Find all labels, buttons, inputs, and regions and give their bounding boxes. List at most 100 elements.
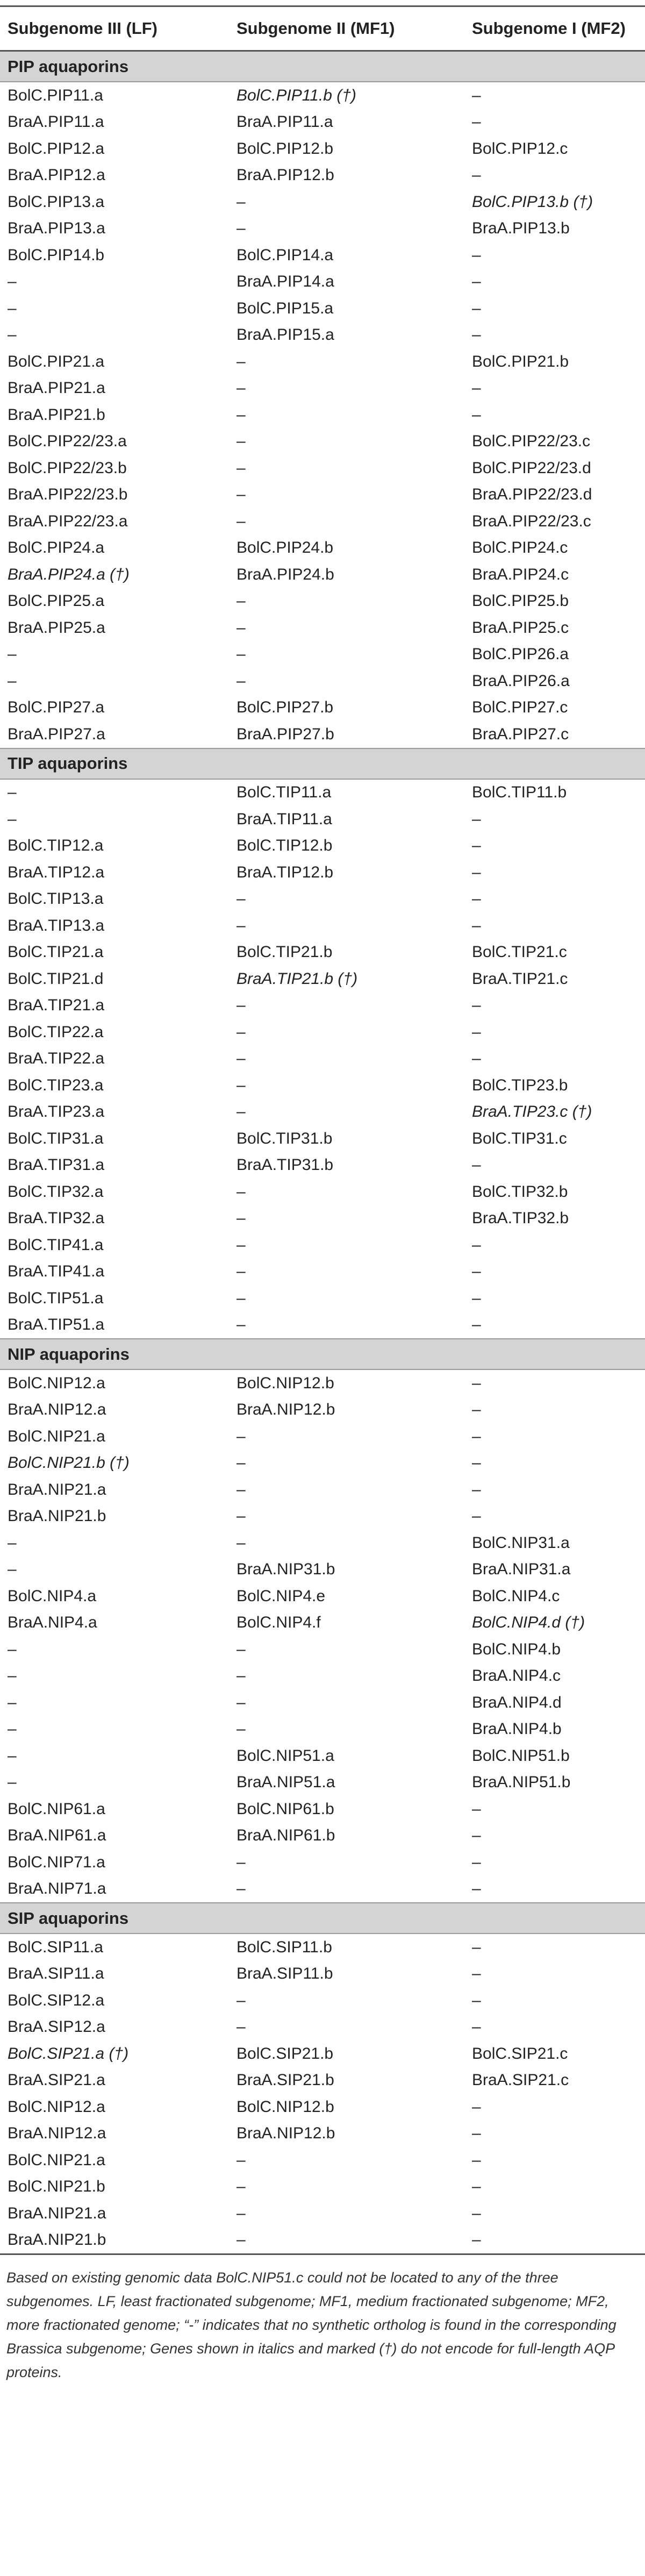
table-cell: –: [236, 1507, 246, 1525]
table-cell: –: [236, 1076, 246, 1094]
table-cell: BraA.TIP23.c (†): [472, 1103, 592, 1121]
table-cell: BraA.PIP12.b: [236, 166, 334, 184]
table-cell: BraA.NIP12.a: [8, 1401, 106, 1419]
table-row: –BraA.PIP15.a–: [0, 322, 645, 349]
table-cell: –: [236, 672, 246, 690]
table-cell: –: [8, 299, 17, 317]
table-cell: BolC.SIP21.a (†): [8, 2044, 129, 2063]
table-row: BraA.TIP23.a – BraA.TIP23.c (†): [0, 1099, 645, 1126]
table-cell: BolC.TIP21.b: [236, 943, 333, 961]
table-cell: BolC.NIP31.a: [472, 1533, 570, 1552]
table-row: BolC.TIP22.a––: [0, 1019, 645, 1046]
table-cell: BraA.TIP32.b: [472, 1209, 569, 1228]
table-cell: –: [236, 219, 246, 238]
table-cell: BolC.TIP11.a: [236, 783, 332, 802]
table-cell: –: [236, 1640, 246, 1658]
table-cell: BraA.TIP22.a: [8, 1050, 105, 1068]
table-cell: BraA.SIP21.a: [8, 2071, 105, 2089]
section-row: PIP aquaporins: [0, 50, 645, 82]
table-cell: –: [236, 1667, 246, 1685]
table-cell: BolC.NIP4.a: [8, 1587, 97, 1605]
table-cell: –: [472, 1427, 481, 1445]
table-cell: –: [472, 837, 481, 855]
table-cell: BraA.PIP11.a: [236, 113, 333, 131]
table-cell: –: [236, 1023, 246, 1041]
table-cell: BolC.PIP22/23.d: [472, 459, 591, 477]
table-row: ––BraA.PIP26.a: [0, 668, 645, 695]
table-cell: BolC.NIP12.a: [8, 2097, 105, 2116]
table-cell: BolC.PIP21.a: [8, 352, 105, 370]
table-row: BraA.PIP22/23.b–BraA.PIP22/23.d: [0, 482, 645, 509]
table-cell: BolC.TIP13.a: [8, 890, 104, 908]
table-cell: –: [8, 783, 17, 802]
header-subgenome-iii: Subgenome III (LF): [0, 5, 229, 52]
table-cell: BolC.PIP24.c: [472, 539, 568, 557]
table-cell: BolC.TIP31.b: [236, 1129, 333, 1147]
table-cell: –: [229, 2227, 464, 2255]
table-row: BolC.PIP22/23.a–BolC.PIP22/23.c: [0, 429, 645, 455]
table-cell: BraA.PIP22/23.b: [8, 486, 128, 504]
table-cell: BolC.NIP4.e: [236, 1587, 326, 1605]
table-cell: –: [236, 1103, 246, 1121]
table-row: –BraA.TIP11.a–: [0, 806, 645, 833]
table-row: BraA.TIP51.a––: [0, 1312, 645, 1339]
table-cell: BolC.NIP21.a: [8, 2151, 105, 2169]
table-cell: –: [472, 166, 481, 184]
table-row: BolC.PIP13.a–BolC.PIP13.b (†): [0, 189, 645, 216]
table-cell: BraA.PIP13.b: [472, 219, 570, 238]
table-cell: BolC.TIP51.a: [8, 1289, 104, 1307]
table-cell: BraA.NIP12.a: [8, 2124, 106, 2143]
table-cell: BraA.TIP23.a: [8, 1103, 105, 1121]
table-cell: BolC.TIP11.b: [472, 783, 567, 802]
table-cell: BraA.TIP51.a: [8, 1316, 105, 1334]
table-cell: BraA.SIP21.c: [472, 2071, 569, 2089]
table-cell: BolC.NIP4.f: [236, 1614, 321, 1632]
table-cell: BolC.TIP31.c: [472, 1129, 567, 1147]
table-cell: –: [472, 299, 481, 317]
table-cell: BraA.NIP4.a: [8, 1614, 97, 1632]
table-cell: –: [236, 1720, 246, 1738]
table-cell: BolC.NIP51.b: [472, 1746, 570, 1765]
table-cell: –: [236, 1454, 246, 1472]
table-cell: BolC.TIP32.a: [8, 1182, 104, 1201]
table-cell: BraA.NIP71.a: [8, 1880, 106, 1898]
table-cell: BolC.PIP11.b (†): [236, 86, 356, 104]
table-row: BolC.NIP21.a––: [0, 2147, 645, 2174]
table-cell: –: [472, 996, 481, 1015]
table-cell: –: [472, 2204, 481, 2222]
table-cell: BolC.SIP12.a: [8, 1991, 105, 2009]
document-page: Subgenome III (LF) Subgenome II (MF1) Su…: [0, 5, 645, 2380]
table-cell: –: [236, 2151, 246, 2169]
table-cell: –: [472, 113, 481, 131]
table-cell: BraA.TIP31.b: [236, 1156, 334, 1174]
table-row: –BraA.PIP14.a–: [0, 269, 645, 296]
section-title: NIP aquaporins: [0, 1338, 645, 1370]
table-row: BraA.PIP21.b––: [0, 402, 645, 429]
table-cell: –: [236, 432, 246, 451]
table-cell: BolC.SIP11.b: [236, 1938, 332, 1956]
table-cell: –: [236, 2018, 246, 2036]
table-cell: BolC.PIP26.a: [472, 645, 569, 663]
table-cell: –: [236, 2204, 246, 2222]
table-cell: BraA.NIP51.a: [236, 1773, 335, 1792]
table-row: BolC.NIP21.a––: [0, 1423, 645, 1450]
table-cell: BolC.PIP25.b: [472, 592, 569, 610]
table-cell: –: [236, 486, 246, 504]
table-cell: BraA.PIP24.a (†): [8, 565, 130, 583]
table-cell: BraA.TIP12.a: [8, 863, 105, 881]
table-cell: –: [472, 890, 481, 908]
table-cell: BolC.PIP21.b: [472, 352, 569, 370]
table-cell: –: [472, 273, 481, 291]
table-cell: –: [8, 1533, 17, 1552]
table-cell: BraA.PIP25.c: [472, 618, 569, 637]
table-cell: BraA.NIP21.a: [8, 1480, 106, 1498]
table-cell: BraA.NIP12.b: [236, 2124, 335, 2143]
